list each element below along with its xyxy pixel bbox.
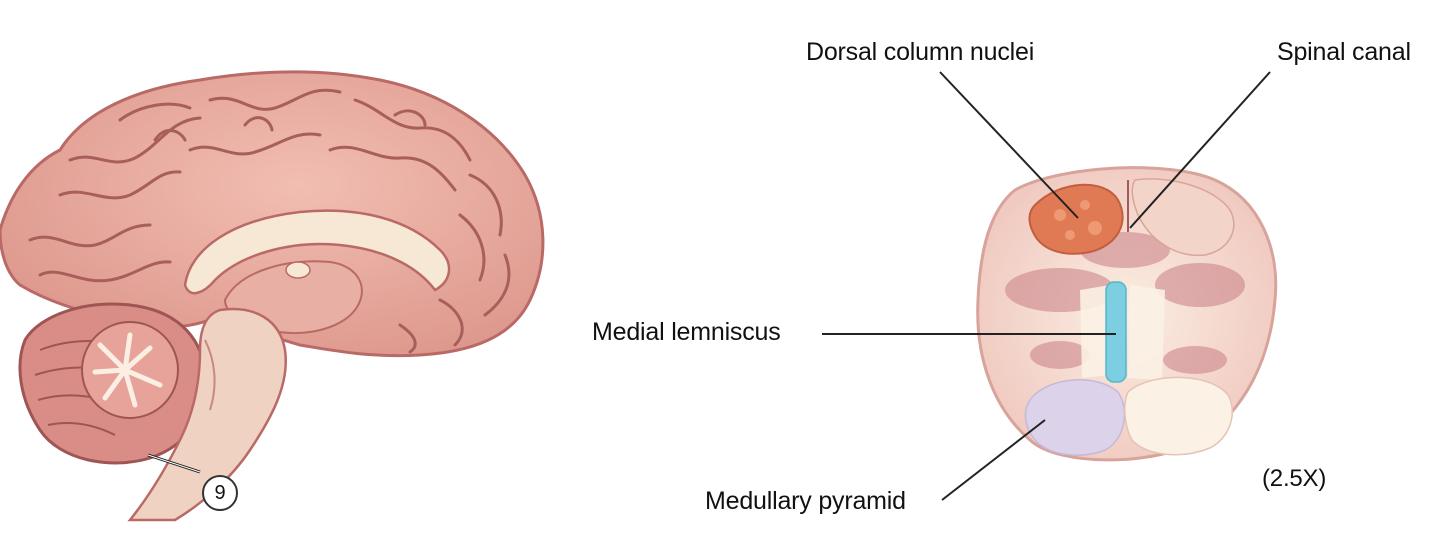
medial-lemniscus-region (1105, 281, 1127, 383)
label-spinal-canal: Spinal canal (1277, 38, 1411, 66)
leader-dorsal-column-nuclei (939, 71, 1079, 219)
leader-lines (822, 71, 1271, 501)
label-medullary-pyramid: Medullary pyramid (705, 487, 906, 515)
section-marker-badge: 9 (202, 475, 238, 511)
label-dorsal-column-nuclei: Dorsal column nuclei (806, 38, 1035, 66)
leader-spinal-canal (1129, 71, 1271, 229)
leader-medullary-pyramid (941, 419, 1046, 501)
dorsal-column-nuclei-region (1028, 183, 1124, 255)
magnification-label: (2.5X) (1262, 465, 1327, 492)
brainstem (127, 307, 288, 522)
label-medial-lemniscus: Medial lemniscus (592, 318, 781, 346)
medulla-cross-section (976, 166, 1278, 462)
sagittal-brain-illustration (0, 70, 545, 522)
gyri-sulci (28, 88, 511, 354)
cerebellum (18, 302, 208, 465)
medullary-pyramid-region (1024, 379, 1126, 456)
corpus-callosum (183, 209, 451, 295)
